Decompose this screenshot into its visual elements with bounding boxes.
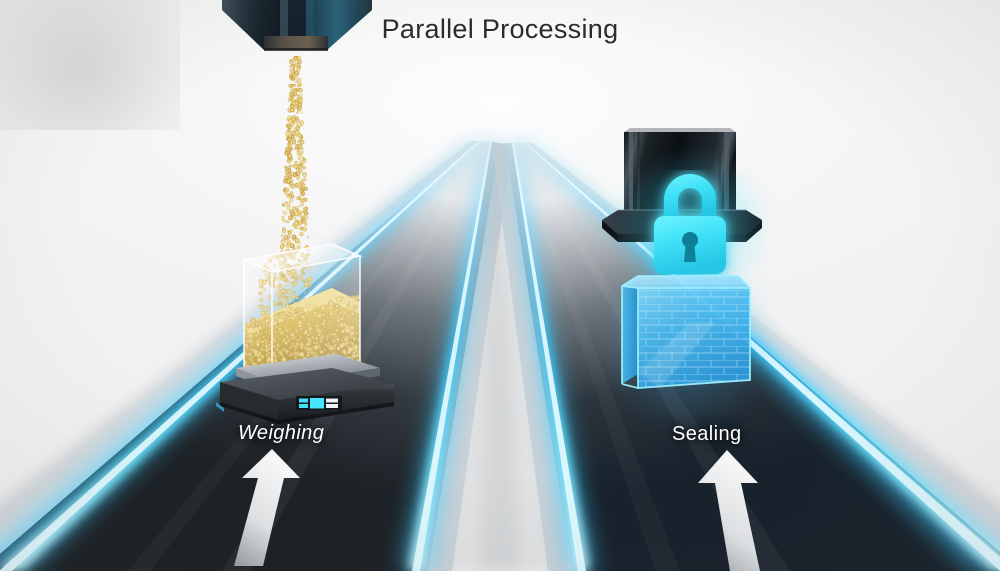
weighing-label: Weighing	[238, 422, 325, 444]
page-title: Parallel Processing	[381, 14, 619, 44]
funnel-hopper	[222, 0, 372, 68]
scale-readout	[296, 396, 342, 410]
lock-icon	[636, 170, 744, 280]
weighing-scale	[208, 352, 398, 427]
sealing-label: Sealing	[672, 423, 742, 445]
sealed-cube	[620, 262, 752, 408]
